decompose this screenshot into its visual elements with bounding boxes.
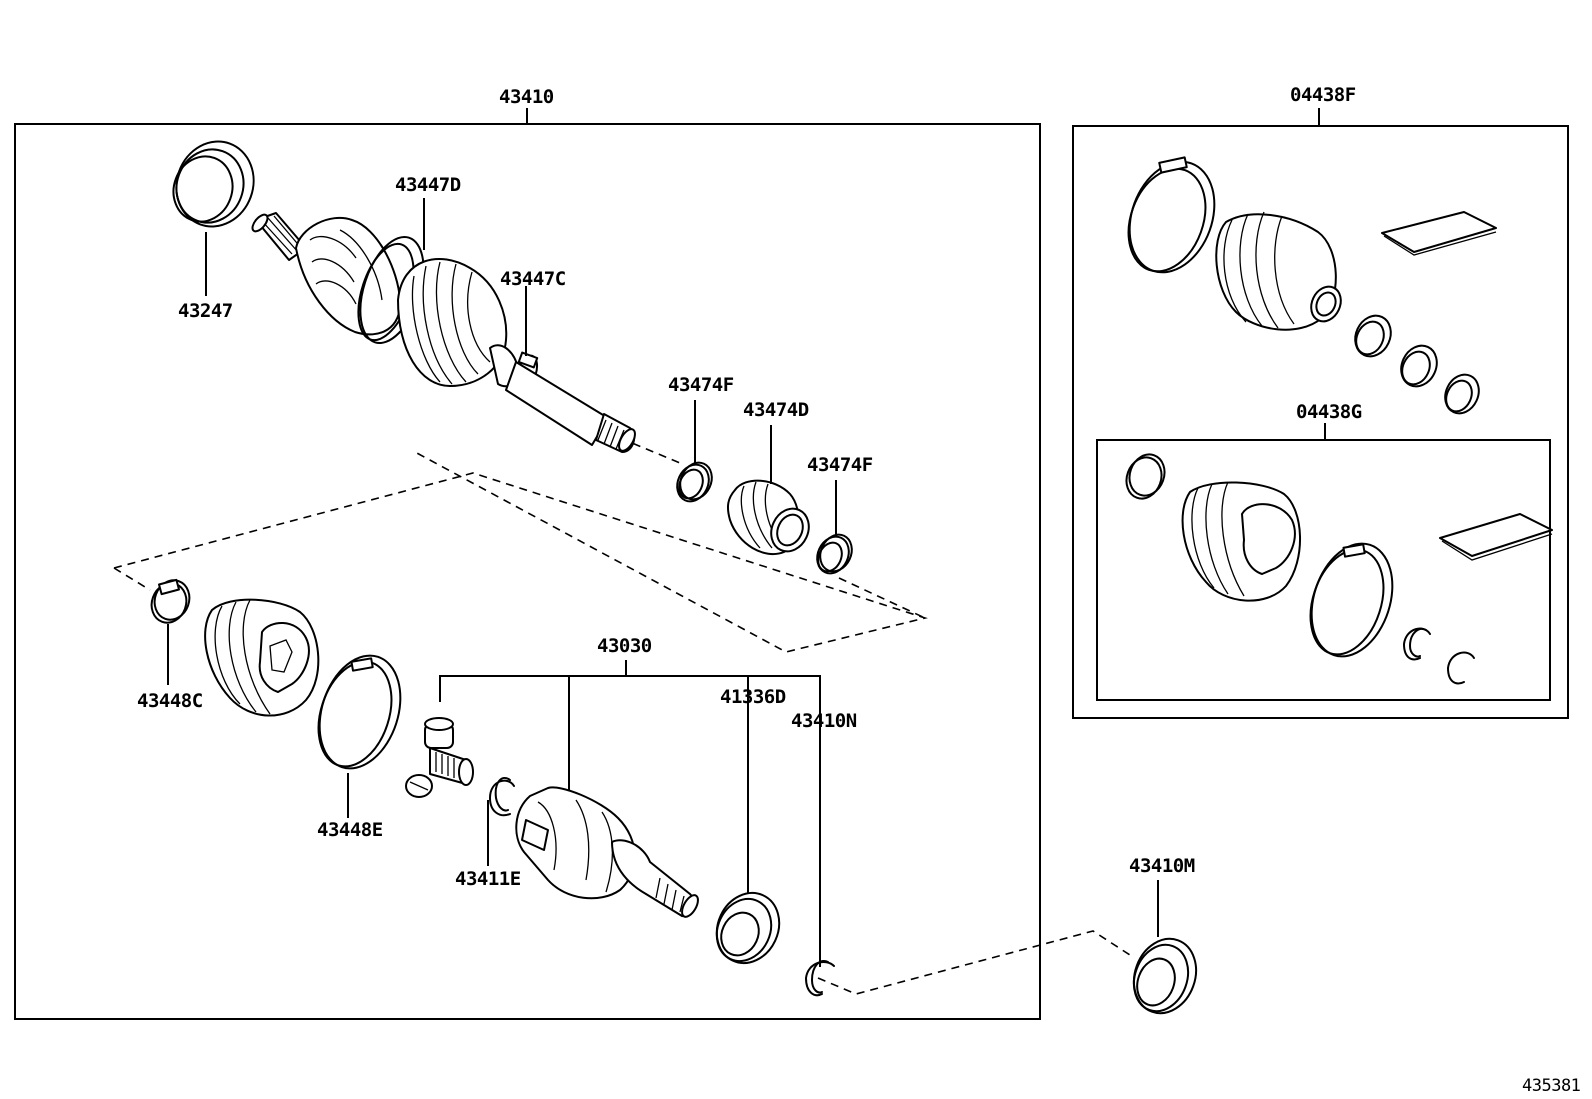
snap-ring-43410N [805,960,835,997]
label-inner-boot-clamp-f2: 43474F [807,454,873,476]
label-snap-ring-e: 43411E [455,868,521,890]
inboard-joint-housing [515,786,699,918]
inner-boot-large [204,598,320,717]
inner-boot-43474D [726,425,810,555]
clamp-43474F-upper [676,400,713,503]
boot-kit-inner-frame [1096,439,1551,701]
label-boot-kit-outer: 04438F [1290,84,1356,106]
drive-shaft-assembly [251,198,636,453]
label-inner-boot: 43474D [743,399,809,421]
boot-kit-inner-parts [1125,453,1553,685]
label-inner-clamp-e: 43448E [317,819,383,841]
label-dust-seal: 41336D [720,686,786,708]
assembly-frame [14,123,1041,1020]
inner-kit-guide [113,451,928,653]
boot-kit-outer-frame [1072,125,1569,719]
label-assembly: 43410 [499,86,554,108]
clamp-43448E [317,654,402,818]
label-outboard-seal-m: 43410M [1129,855,1195,877]
label-outer-boot-clamp-small: 43447C [500,268,566,290]
clamp-43474F-lower [816,480,853,575]
seal-43410M [1132,880,1198,1015]
label-inner-clamp-c: 43448C [137,690,203,712]
label-inner-boot-clamp-f1: 43474F [668,374,734,396]
diagram-id: 435381 [1522,1076,1581,1096]
boot-kit-outer-parts [1127,156,1497,415]
label-boot-kit-inner: 04438G [1296,401,1362,423]
outer-seal-43247 [172,140,255,296]
label-snap-ring-n: 43410N [791,710,857,732]
snap-ring-43411E [487,777,515,866]
dust-seal-41336D [715,891,781,965]
tripod-joint [405,717,474,798]
clamp-43448C [150,578,191,685]
label-inboard-joint: 43030 [597,635,652,657]
label-outer-boot-clamp-large: 43447D [395,174,461,196]
label-outer-seal: 43247 [178,300,233,322]
